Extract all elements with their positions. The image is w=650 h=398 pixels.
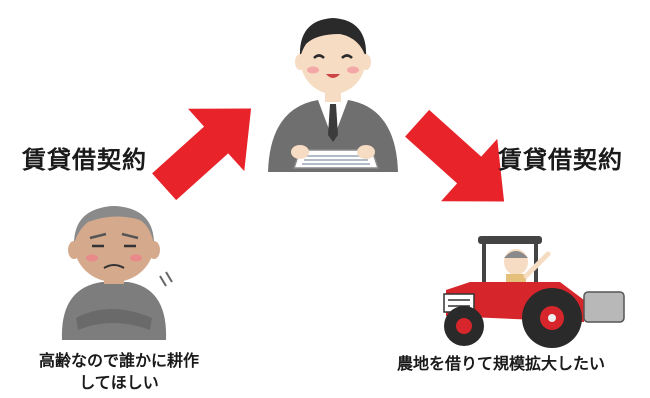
businessman-figure <box>268 18 398 172</box>
arrow-down-right-icon <box>405 109 505 202</box>
elderly-caption: 高齢なので誰かに耕作 してほしい <box>0 350 238 394</box>
elderly-caption-line1: 高齢なので誰かに耕作 <box>38 351 199 370</box>
elderly-caption-line2: してほしい <box>79 373 159 392</box>
contract-label-right: 賃貸借契約 <box>498 146 623 174</box>
farmer-caption: 農地を借りて規模拡大したい <box>396 354 605 373</box>
contract-label-left: 賃貸借契約 <box>22 146 147 174</box>
arrow-up-right-icon <box>152 108 252 201</box>
tractor-farmer-figure <box>443 236 625 348</box>
elderly-farmer-figure <box>61 206 173 340</box>
